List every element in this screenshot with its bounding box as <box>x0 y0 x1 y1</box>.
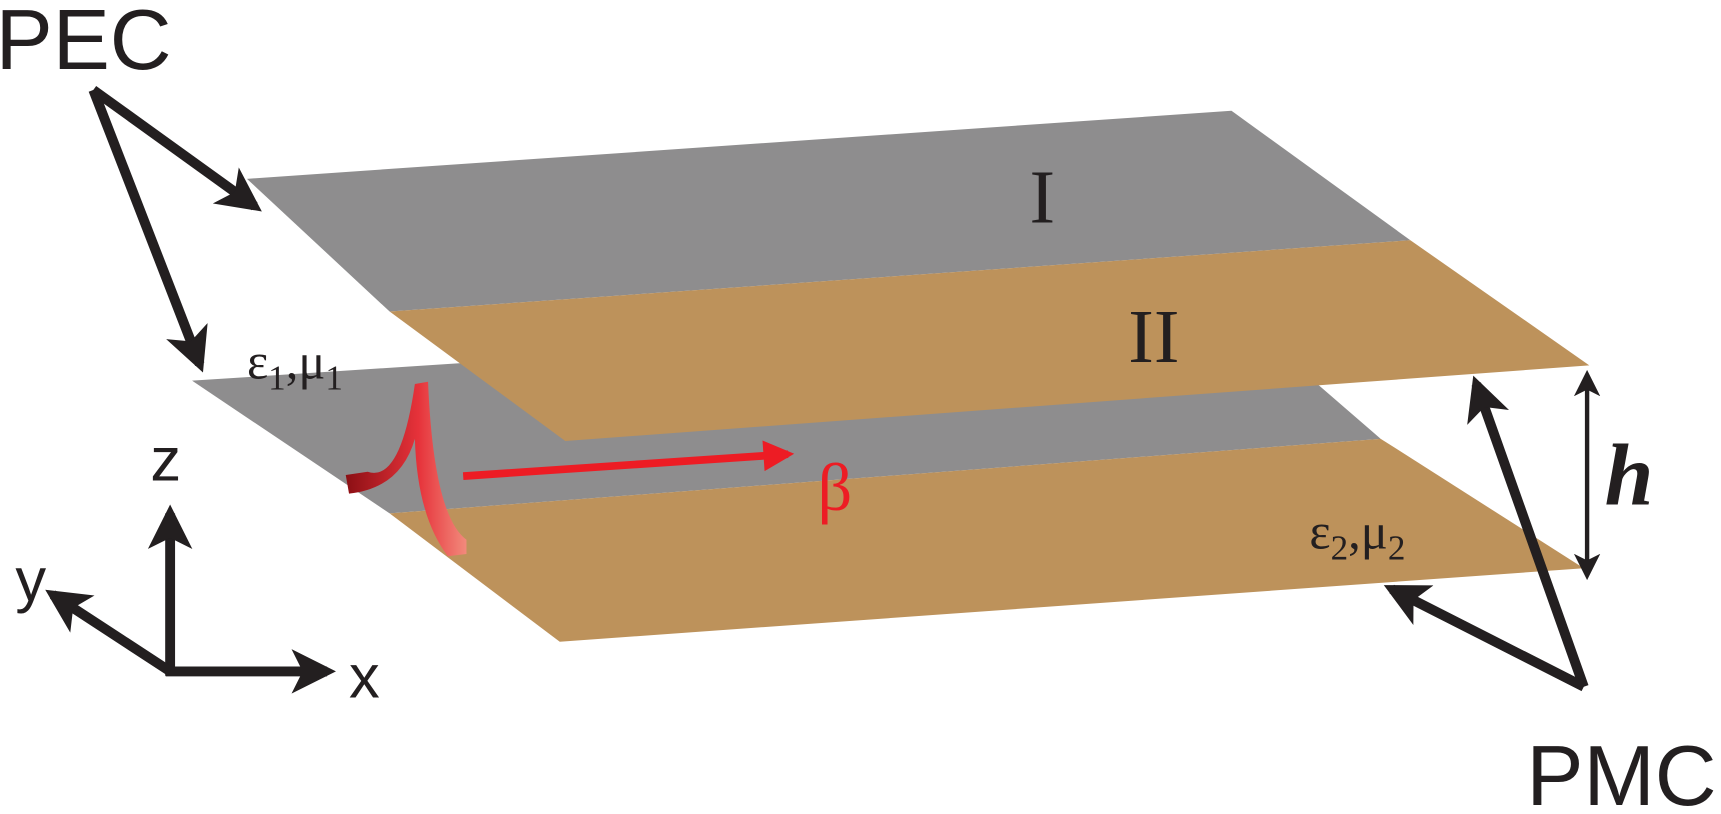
region-i-label: I <box>1030 155 1056 240</box>
coordinate-axes <box>45 504 336 694</box>
y-axis-arrow <box>45 589 173 676</box>
mode-profile-wave <box>345 381 467 557</box>
top-plate <box>246 110 1590 442</box>
medium-2-label: ε2,μ2 <box>1309 504 1405 568</box>
y-axis-label: y <box>15 546 46 615</box>
pec-pointer-arrows <box>88 85 262 373</box>
pec-label: PEC <box>0 0 172 88</box>
z-axis-label: z <box>150 426 181 495</box>
top-plate-medium-region <box>389 240 1590 442</box>
propagation-arrow <box>462 440 795 480</box>
beta-label: β <box>818 449 853 525</box>
region-ii-label: II <box>1128 294 1179 379</box>
height-label: h <box>1605 427 1654 524</box>
bottom-plate-medium-region <box>389 438 1584 642</box>
top-plate-pec-region <box>246 110 1411 312</box>
pmc-pointer-arrows <box>1383 375 1589 692</box>
x-axis-label: x <box>349 643 380 712</box>
medium-1-label: ε1,μ1 <box>247 333 343 397</box>
pmc-label: PMC <box>1526 729 1716 814</box>
